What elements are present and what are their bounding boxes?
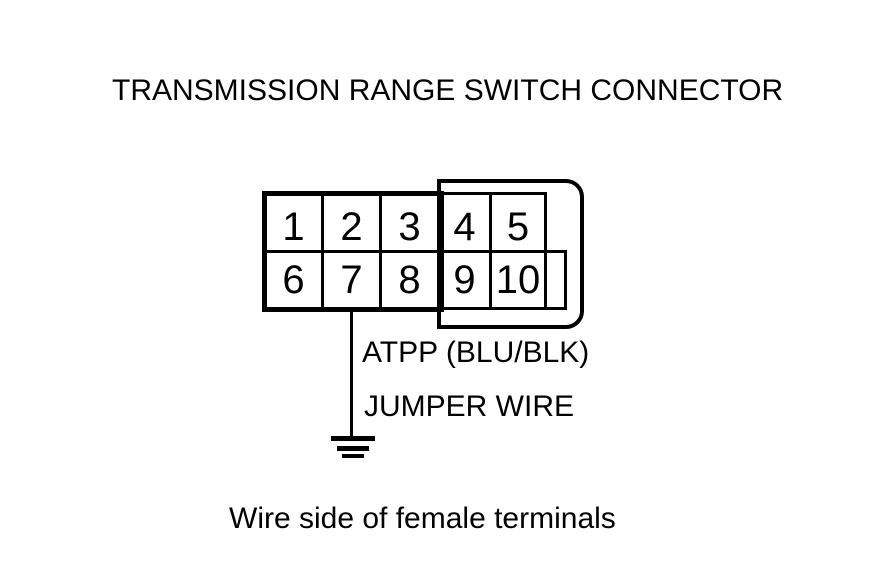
terminal-9: 9 — [440, 253, 489, 307]
terminal-6: 6 — [266, 253, 321, 307]
terminal-1: 1 — [266, 195, 321, 250]
terminal-grid: 1 2 3 4 5 6 7 8 9 10 — [263, 192, 547, 310]
ground-icon-bar-middle — [337, 446, 369, 451]
jumper-wire-label: JUMPER WIRE — [364, 390, 574, 423]
terminal-3: 3 — [382, 195, 437, 250]
wire-signal-label: ATPP (BLU/BLK) — [362, 336, 590, 369]
diagram-title: TRANSMISSION RANGE SWITCH CONNECTOR — [112, 74, 784, 107]
terminal-10: 10 — [492, 253, 544, 307]
terminal-5: 5 — [492, 195, 544, 250]
terminal-7: 7 — [324, 253, 379, 307]
jumper-wire-line — [350, 310, 353, 437]
terminal-4: 4 — [440, 195, 489, 250]
connector-empty-slot — [544, 250, 567, 310]
diagram-caption: Wire side of female terminals — [229, 502, 616, 535]
ground-icon-bar-top — [331, 436, 375, 441]
terminal-2: 2 — [324, 195, 379, 250]
ground-icon-bar-bottom — [342, 454, 364, 458]
terminal-8: 8 — [382, 253, 437, 307]
